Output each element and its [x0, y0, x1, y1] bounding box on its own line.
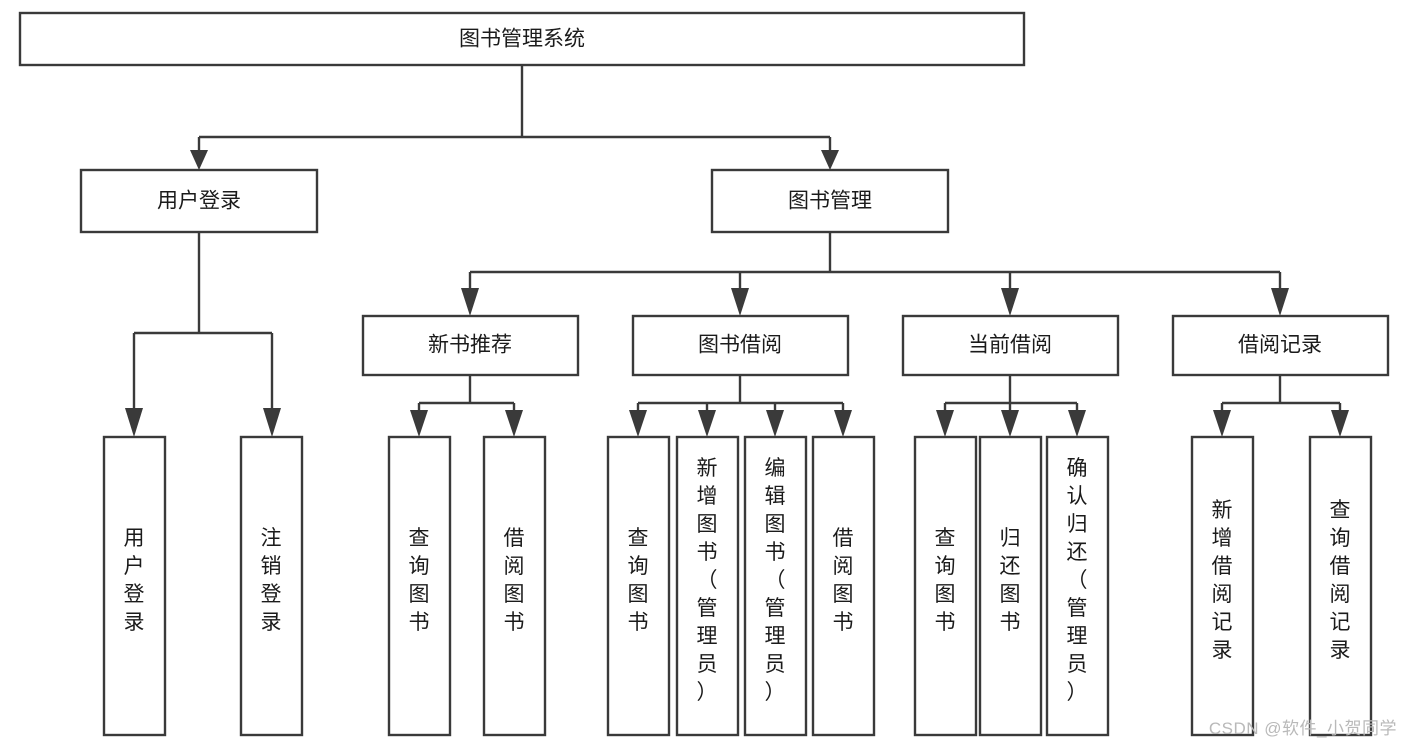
leaf-user-login[interactable]: 用户登录 [102, 435, 167, 737]
node-book-borrow[interactable]: 图书借阅 [631, 314, 850, 377]
node-new-book-recommend-box[interactable] [361, 314, 580, 377]
node-borrow-record-label: 借阅记录 [1238, 334, 1322, 357]
arrow-leaf-confirm-return [1068, 410, 1086, 437]
leaf-query-book-1-box[interactable] [387, 435, 452, 737]
leaf-add-book[interactable]: 新增图书（管理员） [675, 435, 740, 737]
leaf-query-book-3-box[interactable] [913, 435, 978, 737]
leaf-return-book-box[interactable] [978, 435, 1043, 737]
leaf-confirm-return[interactable]: 确认归还（管理员） [1045, 435, 1110, 737]
leaf-add-record[interactable]: 新增借阅记录 [1190, 435, 1255, 737]
leaf-add-book-label: 新增图书（管理员） [697, 457, 718, 704]
node-current-borrow[interactable]: 当前借阅 [901, 314, 1120, 377]
leaf-edit-book-box[interactable] [743, 435, 808, 737]
leaf-query-book-1[interactable]: 查询图书 [387, 435, 452, 737]
node-new-book-recommend[interactable]: 新书推荐 [361, 314, 580, 377]
arrow-to-new-book [461, 288, 479, 316]
node-user-login[interactable]: 用户登录 [79, 168, 319, 234]
leaf-add-book-box[interactable] [675, 435, 740, 737]
node-borrow-record-box[interactable] [1171, 314, 1390, 377]
leaf-return-book-label: 归还图书 [1000, 527, 1021, 634]
node-root-box[interactable] [18, 11, 1026, 67]
node-borrow-record[interactable]: 借阅记录 [1171, 314, 1390, 377]
node-user-login-box[interactable] [79, 168, 319, 234]
node-current-borrow-box[interactable] [901, 314, 1120, 377]
leaf-logout-box[interactable] [239, 435, 304, 737]
arrow-leaf-return-book [1001, 410, 1019, 437]
leaf-add-record-box[interactable] [1190, 435, 1255, 737]
leaf-user-login-label: 用户登录 [124, 527, 145, 634]
node-root-label: 图书管理系统 [459, 28, 585, 51]
arrow-to-user-login [190, 150, 208, 170]
leaf-confirm-return-box[interactable] [1045, 435, 1110, 737]
arrow-leaf-logout [263, 408, 281, 437]
arrow-to-borrow-record [1271, 288, 1289, 316]
arrow-to-book-management [821, 150, 839, 170]
leaf-query-book-3[interactable]: 查询图书 [913, 435, 978, 737]
arrow-leaf-edit-book [766, 410, 784, 437]
leaf-query-book-2[interactable]: 查询图书 [606, 435, 671, 737]
leaf-borrow-book-1-box[interactable] [482, 435, 547, 737]
leaf-user-login-box[interactable] [102, 435, 167, 737]
leaf-query-record-box[interactable] [1308, 435, 1373, 737]
node-new-book-recommend-label: 新书推荐 [428, 334, 512, 357]
arrow-leaf-query-book-3 [936, 410, 954, 437]
leaf-confirm-return-label: 确认归还（管理员） [1067, 457, 1088, 704]
node-book-management-label: 图书管理 [788, 190, 872, 213]
leaf-borrow-book-2-label: 借阅图书 [833, 527, 854, 634]
arrow-leaf-add-record [1213, 410, 1231, 437]
leaf-add-record-label: 新增借阅记录 [1212, 499, 1233, 662]
arrow-to-book-borrow [731, 288, 749, 316]
node-root[interactable]: 图书管理系统 [18, 11, 1026, 67]
node-current-borrow-label: 当前借阅 [968, 334, 1052, 357]
arrow-leaf-query-book-2 [629, 410, 647, 437]
leaf-return-book[interactable]: 归还图书 [978, 435, 1043, 737]
leaf-query-book-2-box[interactable] [606, 435, 671, 737]
leaf-edit-book-label: 编辑图书（管理员） [765, 457, 786, 704]
leaf-query-book-1-label: 查询图书 [409, 527, 430, 634]
arrow-leaf-user-login [125, 408, 143, 437]
leaf-query-book-3-label: 查询图书 [935, 527, 956, 634]
leaf-query-record-label: 查询借阅记录 [1330, 499, 1351, 662]
leaf-borrow-book-1[interactable]: 借阅图书 [482, 435, 547, 737]
node-book-management[interactable]: 图书管理 [710, 168, 950, 234]
connector-layer [125, 65, 1349, 437]
leaf-borrow-book-2-box[interactable] [811, 435, 876, 737]
leaf-query-book-2-label: 查询图书 [628, 527, 649, 634]
leaf-logout-label: 注销登录 [261, 527, 282, 634]
leaf-query-record[interactable]: 查询借阅记录 [1308, 435, 1373, 737]
arrow-leaf-query-book-1 [410, 410, 428, 437]
leaf-logout[interactable]: 注销登录 [239, 435, 304, 737]
node-book-borrow-box[interactable] [631, 314, 850, 377]
arrow-leaf-borrow-book-2 [834, 410, 852, 437]
leaf-borrow-book-2[interactable]: 借阅图书 [811, 435, 876, 737]
arrow-leaf-borrow-book-1 [505, 410, 523, 437]
arrow-leaf-query-record [1331, 410, 1349, 437]
leaf-edit-book[interactable]: 编辑图书（管理员） [743, 435, 808, 737]
arrow-to-current-borrow [1001, 288, 1019, 316]
node-book-borrow-label: 图书借阅 [698, 334, 782, 357]
arrow-leaf-add-book [698, 410, 716, 437]
node-user-login-label: 用户登录 [157, 190, 241, 213]
leaf-borrow-book-1-label: 借阅图书 [504, 527, 525, 634]
node-book-management-box[interactable] [710, 168, 950, 234]
